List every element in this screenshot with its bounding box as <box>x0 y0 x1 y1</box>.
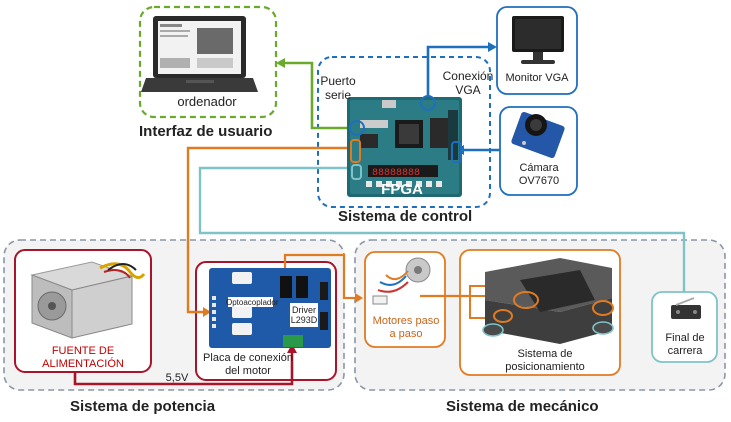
psu-label: FUENTE DE ALIMENTACIÓN <box>42 345 124 370</box>
control-system-title: Sistema de control <box>338 208 473 225</box>
stepper-motor-icon <box>372 257 431 305</box>
serial-arrow-left-head <box>276 58 285 68</box>
serial-port-label: Puerto serie <box>320 74 356 102</box>
monitor-icon <box>512 16 564 64</box>
monitor-label: Monitor VGA <box>505 72 569 84</box>
motor-to-stepper-head <box>355 293 363 303</box>
user-interface-title: Interfaz de usuario <box>139 123 273 140</box>
endstop-switch-icon <box>671 297 701 319</box>
vga-arrow-head <box>488 42 497 52</box>
fpga-label: FPGA <box>381 181 423 198</box>
computer-label: ordenador <box>177 94 237 109</box>
positioning-arrow-2 <box>469 296 488 319</box>
positioning-mechanism-icon <box>482 258 614 344</box>
power-arrow-head <box>287 344 297 353</box>
positioning-label: Sistema de posicionamiento <box>505 348 585 373</box>
camera-icon <box>511 112 565 158</box>
stepper-label: Motores paso a paso <box>372 315 440 340</box>
voltage-label: 5,5V <box>165 372 189 384</box>
power-supply-icon <box>30 261 146 339</box>
svg-text:88888888: 88888888 <box>372 168 420 179</box>
motor-board-label: Placa de conexión del motor <box>203 352 293 377</box>
control-system-group <box>317 56 491 208</box>
laptop-icon <box>141 16 258 92</box>
power-system-title: Sistema de potencia <box>70 398 216 415</box>
motor-to-stepper-link <box>283 253 356 300</box>
power-link <box>73 352 294 386</box>
fpga-board-icon: 88888888 <box>347 95 462 197</box>
optocoupler-label: Optoacoplador <box>226 298 279 307</box>
vga-link <box>426 45 490 100</box>
driver-label: Driver L293D <box>290 305 318 326</box>
serial-link <box>283 61 350 130</box>
motor-board-icon <box>209 268 331 348</box>
mechanical-system-title: Sistema de mecánico <box>446 398 599 415</box>
control-to-motor-link <box>186 146 350 314</box>
endstop-label: Final de carrera <box>665 332 705 357</box>
user-interface-group <box>138 5 278 119</box>
control-to-motor-head <box>203 307 211 317</box>
endstop-link <box>198 166 686 292</box>
vga-connection-label: Conexión VGA <box>442 69 494 97</box>
camera-label: Cámara OV7670 <box>518 162 560 187</box>
